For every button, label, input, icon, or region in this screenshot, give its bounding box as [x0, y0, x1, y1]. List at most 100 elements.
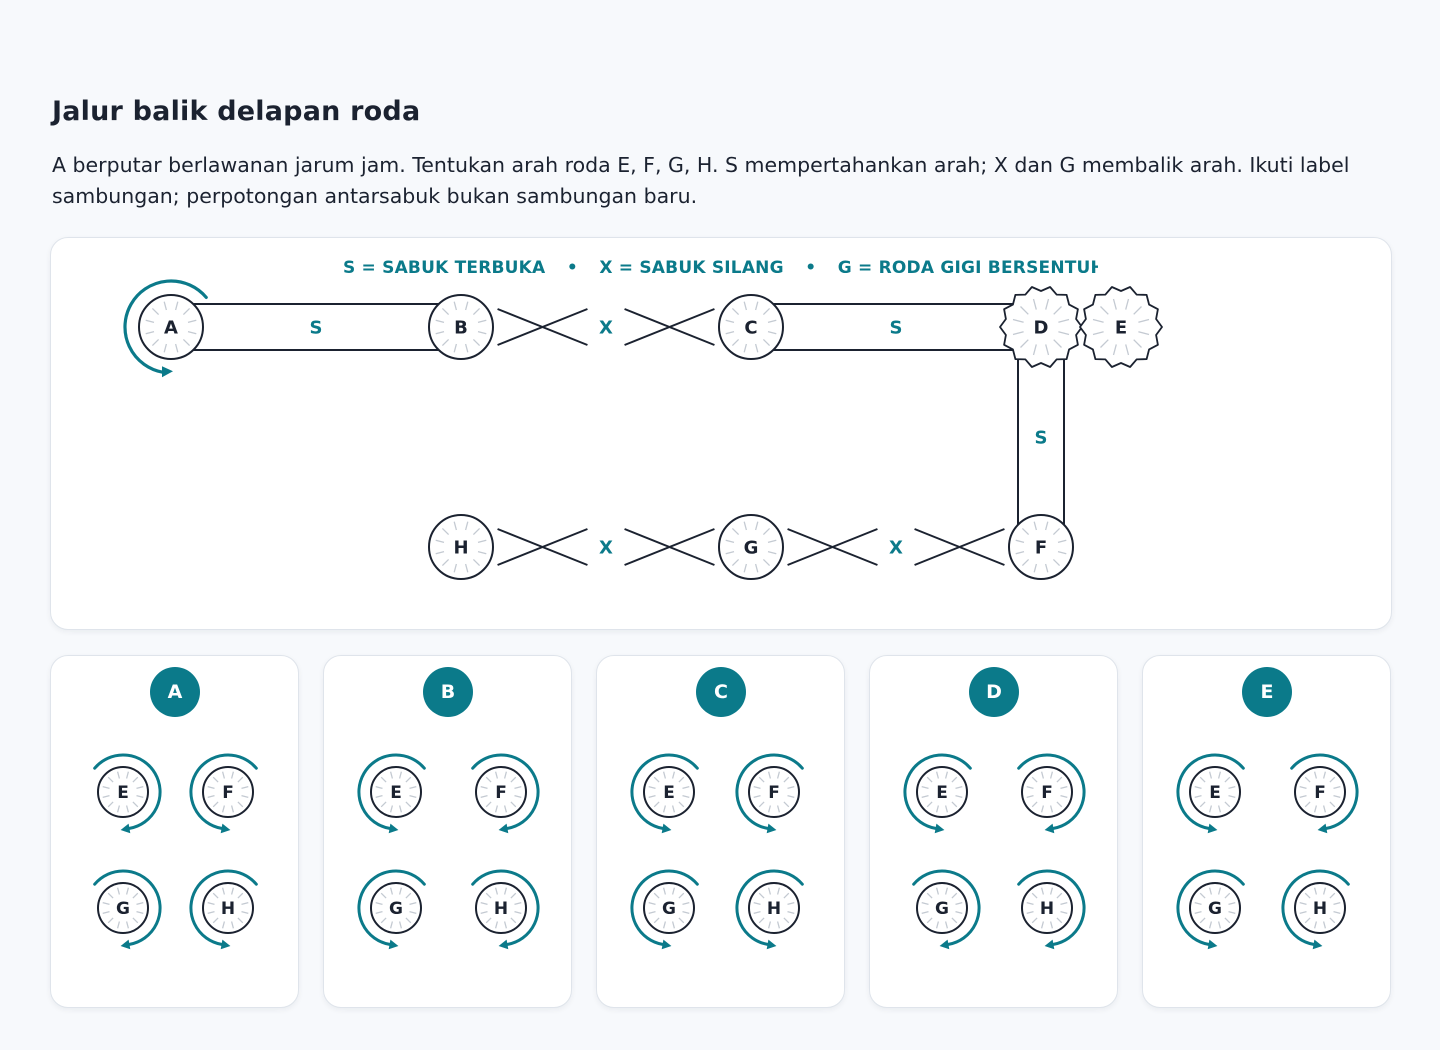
option-wheel-label: H — [767, 899, 781, 919]
rotation-arrowhead — [766, 939, 777, 950]
gear-spokes — [1092, 298, 1150, 356]
legend-gear: G = RODA GIGI BERSENTUH G — [837, 258, 1098, 278]
option-wheel-spokes — [1194, 771, 1236, 813]
option-wheel-spokes — [102, 771, 144, 813]
instructions-text: A berputar berlawanan jarum jam. Tentuka… — [52, 153, 1350, 208]
rotation-arrowhead — [1044, 939, 1055, 950]
connection-label: S — [310, 318, 323, 339]
wheel-label: D — [1034, 318, 1049, 339]
rotation-arc — [1176, 869, 1245, 946]
legend-open-belt: S = SABUK TERBUKA — [343, 258, 546, 278]
option-badge-e: E — [1242, 667, 1292, 717]
rotation-arrowhead — [661, 823, 672, 834]
option-badge-a: A — [150, 667, 200, 717]
option-wheel-spokes — [480, 887, 522, 929]
option-wheel-spokes — [375, 887, 417, 929]
option-wheel-label: G — [389, 899, 403, 919]
rotation-arrowhead — [766, 823, 777, 834]
rotation-arrowhead — [661, 939, 672, 950]
rotation-arc — [1017, 753, 1086, 830]
rotation-arc — [1176, 753, 1245, 830]
option-wheel-label: G — [1208, 899, 1222, 919]
rotation-arrowhead — [1317, 823, 1328, 834]
option-wheel-label: F — [768, 783, 780, 803]
rotation-arrowhead — [120, 939, 131, 950]
rotation-arc — [93, 869, 162, 946]
rotation-arrowhead — [498, 823, 509, 834]
rotation-arrowhead — [498, 939, 509, 950]
option-wheel-g: G — [912, 869, 981, 950]
gear-spokes — [1012, 298, 1070, 356]
option-wheel-h: H — [471, 869, 540, 950]
connection-label: S — [1035, 428, 1048, 449]
rotation-arc — [471, 869, 540, 946]
rotation-arrowhead — [1207, 939, 1218, 950]
rotation-arc — [471, 753, 540, 830]
option-wheel-label: F — [495, 783, 507, 803]
option-wheel-g: G — [1176, 869, 1245, 950]
rotation-arrowhead — [388, 823, 399, 834]
legend-separator: • — [566, 258, 578, 278]
wheel-label: G — [744, 538, 759, 559]
option-wheel-g: G — [630, 869, 699, 950]
rotation-arc — [630, 753, 699, 830]
option-wheel-spokes — [921, 771, 963, 813]
connection-label: X — [889, 538, 903, 559]
belt-strand — [914, 528, 1005, 566]
option-wheel-spokes — [102, 887, 144, 929]
wheel-label: C — [744, 318, 757, 339]
option-badge-d: D — [969, 667, 1019, 717]
rotation-arc — [903, 753, 972, 830]
belt-strand — [624, 308, 715, 346]
option-wheel-f: F — [1290, 753, 1359, 834]
option-wheel-e: E — [357, 753, 426, 834]
legend-separator: • — [805, 258, 817, 278]
option-wheels: E F G H — [357, 753, 540, 950]
option-wheel-spokes — [207, 771, 249, 813]
wheel-spokes — [435, 521, 487, 573]
rotation-arrowhead — [1044, 823, 1055, 834]
wheel-spokes — [725, 521, 777, 573]
option-wheel-spokes — [1299, 887, 1341, 929]
wheel-spokes — [145, 301, 197, 353]
option-wheel-spokes — [753, 771, 795, 813]
rotation-arrowhead — [388, 939, 399, 950]
option-wheel-spokes — [1194, 887, 1236, 929]
wheel-spokes — [725, 301, 777, 353]
connection-label: X — [599, 538, 613, 559]
option-wheel-spokes — [1026, 771, 1068, 813]
option-badge-c: C — [696, 667, 746, 717]
option-wheel-spokes — [753, 887, 795, 929]
option-wheel-f: F — [735, 753, 804, 834]
option-wheel-spokes — [480, 771, 522, 813]
option-wheel-h: H — [735, 869, 804, 950]
option-wheel-label: H — [221, 899, 235, 919]
rotation-arc — [189, 869, 258, 946]
belt-strand — [497, 308, 588, 346]
rotation-arc — [357, 753, 426, 830]
option-wheel-f: F — [1017, 753, 1086, 834]
belt-strand — [787, 528, 878, 566]
option-wheel-spokes — [1026, 887, 1068, 929]
wheel-label: B — [454, 318, 468, 339]
option-wheel-spokes — [1299, 771, 1341, 813]
rotation-arc — [912, 869, 981, 946]
connection-label: S — [890, 318, 903, 339]
wheel-spokes — [1015, 521, 1067, 573]
option-wheel-spokes — [207, 887, 249, 929]
option-wheel-f: F — [189, 753, 258, 834]
option-wheel-label: H — [494, 899, 508, 919]
option-wheel-spokes — [921, 887, 963, 929]
rotation-arc — [1290, 753, 1359, 830]
